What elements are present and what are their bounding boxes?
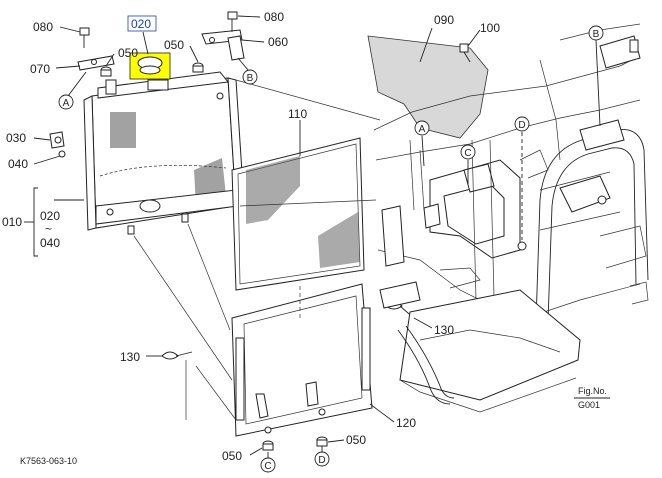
callout-040: 040	[8, 157, 28, 171]
callout-010: 010	[2, 215, 22, 229]
svg-text:A: A	[63, 98, 70, 109]
bolt-080-right	[227, 11, 238, 32]
svg-text:C: C	[464, 148, 471, 159]
callout-050-bottom-left: 050	[222, 449, 242, 463]
callout-090: 090	[434, 13, 454, 27]
callout-080-right: 080	[264, 10, 284, 24]
svg-text:B: B	[593, 29, 600, 40]
radiator	[83, 71, 245, 235]
callout-030: 030	[6, 131, 26, 145]
leader-lines	[33, 15, 610, 458]
callout-020-box	[127, 15, 157, 32]
callout-060: 060	[268, 35, 288, 49]
ref-circle-b-top: B	[242, 69, 258, 85]
svg-text:D: D	[518, 120, 525, 131]
clip-130-left	[161, 351, 193, 360]
ref-circle-c-frame: C	[460, 144, 476, 160]
ref-circle-d-bottom: D	[314, 451, 330, 467]
tractor-frame	[367, 23, 649, 413]
dust-screen-110	[231, 137, 365, 291]
callout-130-left: 130	[120, 350, 140, 364]
fig-no-value: G001	[578, 400, 600, 410]
o-ring-040	[58, 150, 66, 158]
callout-100: 100	[480, 21, 500, 35]
callout-050-bottom-right: 050	[346, 433, 366, 447]
callout-050-b: 050	[164, 38, 184, 52]
screen-frame-120	[231, 283, 373, 437]
callout-050-a: 050	[118, 46, 138, 60]
svg-text:A: A	[419, 124, 426, 135]
bolt-080-left	[79, 27, 90, 48]
bolt-100	[459, 43, 471, 63]
bushing-050-bottom-left	[262, 440, 274, 451]
bushing-050-left	[100, 66, 112, 77]
callout-120: 120	[396, 416, 416, 430]
callout-range-start-020: 020	[40, 209, 60, 223]
callout-080-left: 080	[33, 20, 53, 34]
radiator-cap	[129, 52, 171, 80]
bushing-050-bottom-right	[316, 436, 328, 447]
fig-no-label: Fig.No.	[578, 386, 607, 396]
ref-circle-c-bottom: C	[260, 457, 276, 473]
bracket-060	[201, 29, 245, 61]
radiator-core-pattern-left	[110, 112, 136, 148]
callout-labels: 080 020 080 050 050 060 070 090 100 110 …	[2, 10, 500, 463]
ref-circle-a-frame: A	[414, 120, 430, 136]
svg-text:B: B	[247, 73, 254, 84]
reference-circles: A B B A C D C D	[58, 25, 604, 473]
callout-110: 110	[288, 107, 307, 121]
bushing-050-right	[192, 62, 204, 73]
callout-020-highlighted: 020	[131, 17, 151, 31]
callout-130-right: 130	[434, 323, 454, 337]
bracket-070	[77, 55, 115, 71]
svg-text:D: D	[318, 455, 325, 466]
ref-circle-d-frame: D	[514, 116, 530, 132]
figure-info: Fig.No. G001 K7563-063-10	[20, 386, 607, 466]
svg-text:C: C	[264, 461, 271, 472]
ref-circle-b-right: B	[588, 25, 604, 41]
callout-range-end-040: 040	[40, 236, 60, 250]
seal-090	[367, 35, 489, 139]
range-tilde: ~	[45, 222, 52, 236]
ref-circle-a-left: A	[58, 94, 74, 110]
drawing-code: K7563-063-10	[20, 456, 77, 466]
callout-070: 070	[30, 62, 50, 76]
drain-cock-030	[49, 131, 65, 149]
